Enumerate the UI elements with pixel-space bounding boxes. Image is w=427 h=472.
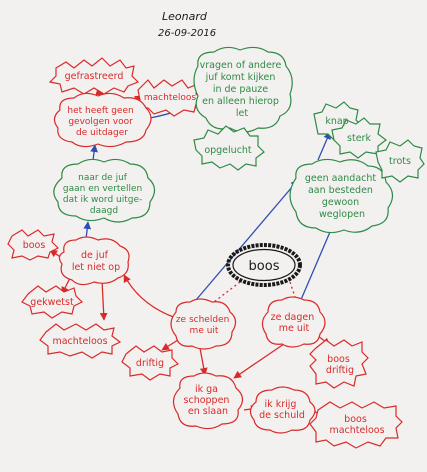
label-opgelucht: opgelucht <box>204 145 252 156</box>
label-machteloos-top: machteloos <box>144 93 197 103</box>
label-gevolgen-line3: de uitdager <box>76 128 128 138</box>
label-naar-juf-line1: naar de juf <box>78 173 128 183</box>
label-gefrastreerd: gefrastreerd <box>65 71 124 82</box>
label-trots: trots <box>389 156 411 167</box>
label-juf-line1: de juf <box>81 250 109 261</box>
label-knap: knap <box>325 116 348 127</box>
bubble-gefrastreerd <box>48 57 140 95</box>
label-vragen: vragen of andere juf komt kijken in de p… <box>200 60 285 119</box>
label-boos-machteloos: boos machteloos <box>329 414 384 436</box>
cloud-vragen <box>193 46 293 133</box>
arrow-juf-to-machteloos <box>99 279 108 321</box>
arrow-geen-aandacht-to-knap <box>317 131 331 161</box>
label-dagen-line2: me uit <box>279 323 310 334</box>
cloud-gevolgen <box>53 92 152 148</box>
cloud-schoppen <box>172 372 244 430</box>
cloud-geen-aandacht <box>289 158 394 234</box>
label-juf-let-niet-op: de juf let niet op <box>72 250 120 273</box>
dotted-link-center-to-schelden <box>213 281 241 303</box>
bubble-boos-driftig <box>309 339 369 389</box>
bubble-boos-machteloos <box>309 401 403 449</box>
label-schelden: ze schelden me uit <box>176 315 232 336</box>
bubble-gekwetst <box>21 285 84 319</box>
label-geen-aandacht-line2: aan besteden <box>308 185 373 196</box>
label-naar-juf-line3: dat ik word uitge- <box>63 195 142 205</box>
label-vragen-line3: in de pauze <box>213 84 268 95</box>
label-machteloos-left: machteloos <box>52 336 107 347</box>
label-naar-juf: naar de juf gaan en vertellen dat ik wor… <box>63 173 145 216</box>
cloud-sterk <box>331 117 387 159</box>
arrow-schelden-to-driftig <box>161 339 179 351</box>
cloud-schuld <box>249 386 316 434</box>
label-gevolgen-line1: het heeft geen <box>67 106 133 116</box>
center-label: boos <box>249 259 280 274</box>
center-node: boos <box>226 243 302 287</box>
label-gevolgen: het heeft geen gevolgen voor de uitdager <box>67 106 136 138</box>
label-schuld-line1: ik krijg <box>265 399 297 410</box>
date-label: 26-09-2016 <box>158 28 216 39</box>
label-driftig: driftig <box>136 358 164 369</box>
arrow-schelden-to-juf <box>123 274 177 319</box>
label-boos-machteloos-line1: boos <box>344 414 367 425</box>
arrow-schelden-to-schoppen <box>199 347 208 376</box>
label-schoppen-line3: en slaan <box>188 406 228 417</box>
label-vragen-line4: en alleen hierop <box>202 96 279 107</box>
label-geen-aandacht-line1: geen aandacht <box>305 173 377 184</box>
label-dagen: ze dagen me uit <box>271 312 318 334</box>
arrow-schelden-to-geen-aandacht <box>195 179 299 301</box>
cloud-opgelucht <box>193 125 265 171</box>
label-schoppen-line1: ik ga <box>195 384 218 395</box>
arrow-dagen-to-schoppen <box>233 343 285 379</box>
label-naar-juf-line2: gaan en vertellen <box>63 184 142 194</box>
label-naar-juf-line4: daagd <box>90 206 118 216</box>
label-boos-machteloos-line2: machteloos <box>329 425 384 436</box>
label-geen-aandacht: geen aandacht aan besteden gewoon weglop… <box>305 173 379 220</box>
label-boos-left: boos <box>23 240 46 251</box>
label-schelden-line1: ze schelden <box>176 315 229 325</box>
label-geen-aandacht-line3: gewoon <box>322 197 359 208</box>
cloud-dagen <box>261 296 326 348</box>
label-gevolgen-line2: gevolgen voor <box>68 117 133 127</box>
label-vragen-line1: vragen of andere <box>200 60 282 71</box>
cloud-trots <box>375 139 425 183</box>
label-vragen-line2: juf komt kijken <box>205 72 276 83</box>
cloud-schelden <box>170 298 237 350</box>
label-boos-driftig: boos driftig <box>326 354 354 376</box>
label-dagen-line1: ze dagen <box>271 312 315 323</box>
bubble-boos-left <box>7 229 60 261</box>
label-juf-line2: let niet op <box>72 262 120 273</box>
label-schelden-line2: me uit <box>190 326 219 336</box>
cloud-naar-juf <box>53 158 156 223</box>
label-vragen-line5: let <box>236 108 248 119</box>
label-schuld: ik krijg de schuld <box>259 399 305 421</box>
label-sterk: sterk <box>347 133 371 144</box>
label-boos-driftig-line2: driftig <box>326 365 354 376</box>
label-schoppen-line2: schoppen <box>184 395 230 406</box>
label-schoppen: ik ga schoppen en slaan <box>184 384 233 417</box>
bubble-machteloos-left <box>39 323 122 359</box>
label-gekwetst: gekwetst <box>30 297 74 308</box>
cloud-juf-let-niet-op <box>58 236 130 286</box>
label-boos-driftig-line1: boos <box>327 354 350 365</box>
author-name: Leonard <box>162 10 208 23</box>
bubble-driftig <box>121 345 180 381</box>
label-schuld-line2: de schuld <box>259 410 305 421</box>
label-geen-aandacht-line4: weglopen <box>319 209 365 220</box>
